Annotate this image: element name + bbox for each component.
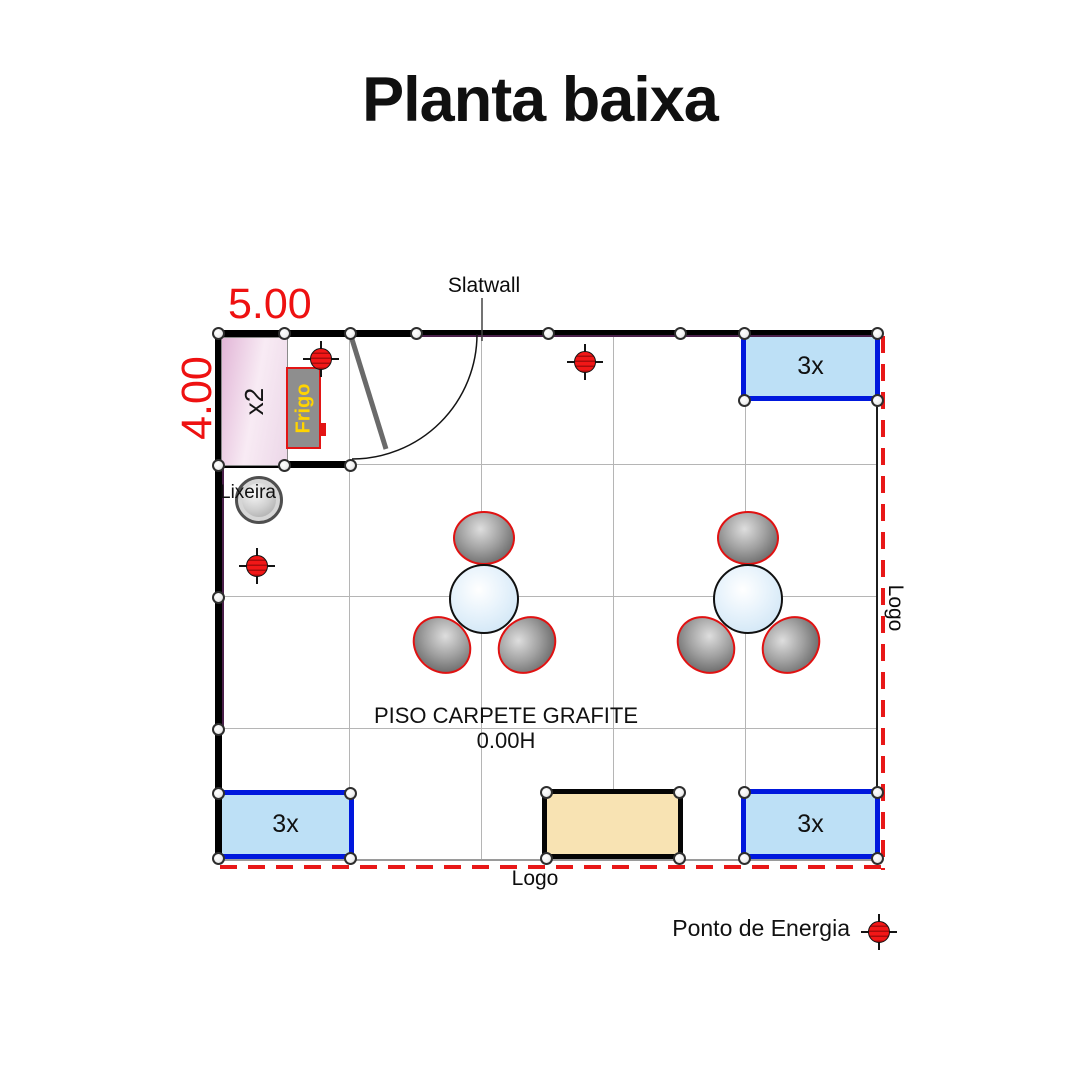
- wall-node: [211, 722, 225, 736]
- floor-annotation: PISO CARPETE GRAFITE 0.00H: [346, 703, 666, 753]
- shelf-top-right: 3x: [741, 337, 880, 401]
- wall-node: [737, 393, 751, 407]
- wall-node: [211, 458, 225, 472]
- wall-node: [870, 326, 884, 340]
- wall-node: [737, 326, 751, 340]
- fridge: Frigo: [286, 367, 326, 449]
- wall-node: [870, 393, 884, 407]
- counter-x2: x2: [221, 337, 288, 466]
- power-point-icon: [239, 548, 275, 584]
- room-right-boundary: [876, 333, 878, 861]
- wall-node: [343, 326, 357, 340]
- grid-line: [218, 596, 878, 597]
- page-title: Planta baixa: [362, 65, 719, 135]
- open-side-dashed-bottom: [220, 865, 886, 869]
- slatwall-label: Slatwall: [447, 274, 521, 297]
- fridge-label: Frigo: [292, 383, 314, 433]
- floor-type: PISO CARPETE GRAFITE: [373, 703, 639, 728]
- dimension-height: 4.00: [173, 356, 221, 440]
- wall-node: [539, 851, 553, 865]
- chair: [453, 511, 515, 565]
- shelf-bottom-right: 3x: [741, 789, 880, 859]
- grid-line: [218, 728, 878, 729]
- fridge-hinge: [320, 423, 326, 436]
- wall-node: [673, 326, 687, 340]
- wall-node: [211, 590, 225, 604]
- wall-node: [277, 458, 291, 472]
- power-point-icon: [567, 344, 603, 380]
- wall-node: [539, 785, 553, 799]
- grid-line: [218, 464, 878, 465]
- wall-node: [870, 785, 884, 799]
- dimension-width: 5.00: [228, 280, 312, 328]
- round-table: [713, 564, 783, 634]
- wall-node: [343, 851, 357, 865]
- wall-node: [737, 785, 751, 799]
- slatwall-strip-top: [416, 335, 877, 337]
- grid-line: [613, 333, 614, 861]
- wall-node: [343, 786, 357, 800]
- floor-height: 0.00H: [476, 728, 536, 753]
- wall-node: [277, 326, 291, 340]
- shelf-bottom-left: 3x: [222, 790, 354, 859]
- shelf-label: 3x: [797, 809, 824, 838]
- counter-label: x2: [239, 387, 269, 416]
- wall-node: [343, 458, 357, 472]
- wall-node: [541, 326, 555, 340]
- wall-node: [870, 851, 884, 865]
- wall-node: [211, 326, 225, 340]
- wall-node: [409, 326, 423, 340]
- power-point-icon: [303, 341, 339, 377]
- door-swing-arc: [351, 333, 478, 460]
- wall-node: [737, 851, 751, 865]
- trash-bin-circle: [235, 476, 283, 524]
- wall-node: [672, 851, 686, 865]
- trash-bin-label: Lixeira: [220, 482, 276, 503]
- legend-power-point-icon: [861, 914, 897, 950]
- logo-label-bottom: Logo: [511, 867, 559, 890]
- round-table: [449, 564, 519, 634]
- wall-node: [672, 785, 686, 799]
- grid-line: [349, 333, 350, 861]
- chair: [717, 511, 779, 565]
- shelf-label: 3x: [272, 810, 299, 838]
- display-table: [542, 789, 683, 859]
- wall-node: [211, 786, 225, 800]
- logo-label-right: Logo: [884, 584, 907, 632]
- open-side-dashed-right: [881, 336, 885, 870]
- door-leaf: [348, 335, 389, 450]
- legend-power-label: Ponto de Energia: [672, 915, 850, 941]
- shelf-label: 3x: [797, 352, 824, 380]
- wall-node: [211, 851, 225, 865]
